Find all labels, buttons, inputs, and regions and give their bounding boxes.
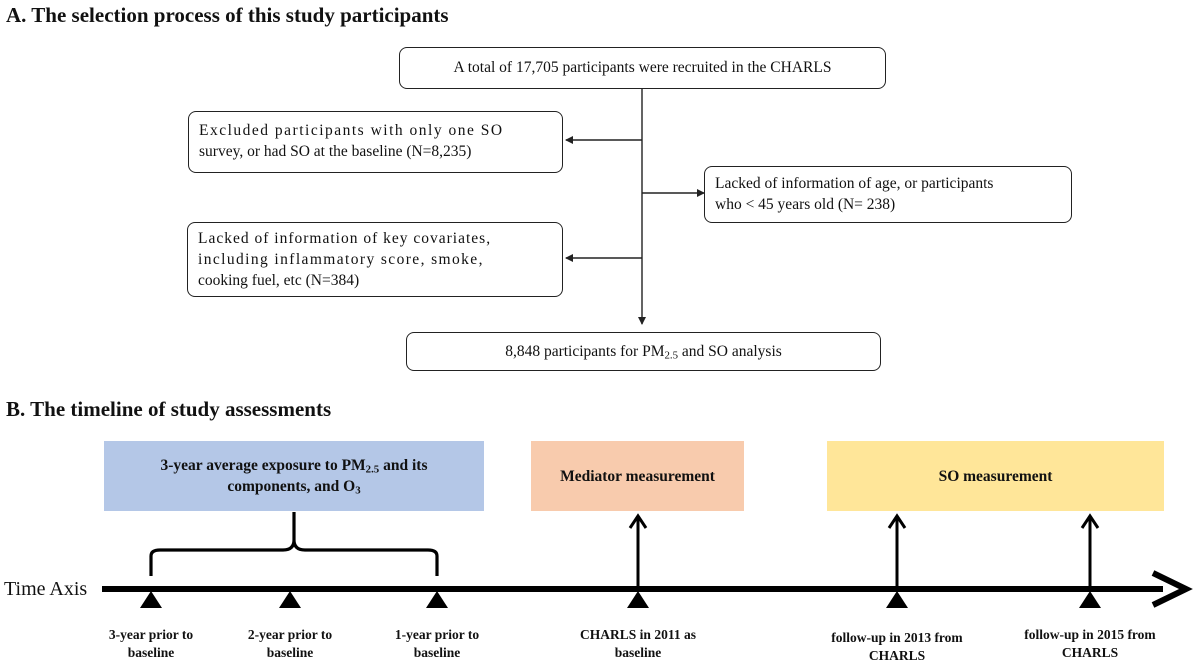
tick-triangle-1yr: [426, 591, 448, 608]
final-sample-box: 8,848 participants for PM2.5 and SO anal…: [406, 332, 881, 371]
arrow-up-so-2013: [887, 513, 907, 590]
excluded-covariates-line-2: including inflammatory score, smoke,: [198, 251, 484, 268]
excluded-covariates-line-3: cooking fuel, etc (N=384): [198, 272, 360, 289]
final-sample-text: 8,848 participants for PM2.5 and SO anal…: [505, 343, 782, 362]
arrow-up-so-2015: [1080, 513, 1100, 590]
excluded-so-line-2: survey, or had SO at the baseline (N=8,2…: [199, 143, 472, 160]
arrow-up-mediator: [628, 513, 648, 590]
excluded-covariates-box: Lacked of information of key covariates,…: [187, 222, 563, 297]
excluded-so-line-1: Excluded participants with only one SO: [199, 122, 504, 139]
time-axis-arrowhead: [1151, 570, 1193, 608]
excluded-so-box: Excluded participants with only one SO s…: [188, 111, 563, 173]
exposure-brace: [149, 512, 439, 576]
tick-triangle-2013: [886, 591, 908, 608]
so-box: SO measurement: [827, 441, 1164, 511]
exposure-box: 3-year average exposure to PM2.5 and its…: [104, 441, 484, 511]
exposure-line-2: components, and O3: [227, 478, 361, 497]
section-a-title: A. The selection process of this study p…: [6, 3, 449, 27]
recruited-text: A total of 17,705 participants were recr…: [453, 59, 832, 76]
tick-triangle-2015: [1079, 591, 1101, 608]
exposure-line-1: 3-year average exposure to PM2.5 and its: [160, 457, 428, 476]
tick-triangle-2011: [627, 591, 649, 608]
time-axis-label: Time Axis: [4, 578, 88, 600]
excluded-age-line-2: who < 45 years old (N= 238): [715, 196, 896, 213]
excluded-age-line-1: Lacked of information of age, or partici…: [715, 175, 994, 192]
mediator-box: Mediator measurement: [531, 441, 744, 511]
so-text: SO measurement: [938, 467, 1053, 485]
mediator-text: Mediator measurement: [560, 467, 715, 485]
excluded-covariates-line-1: Lacked of information of key covariates,: [198, 230, 492, 247]
section-b-title: B. The timeline of study assessments: [6, 397, 332, 421]
recruited-box: A total of 17,705 participants were recr…: [399, 47, 886, 89]
tick-triangle-2yr: [279, 591, 301, 608]
tick-triangle-3yr: [140, 591, 162, 608]
excluded-age-box: Lacked of information of age, or partici…: [704, 166, 1072, 223]
